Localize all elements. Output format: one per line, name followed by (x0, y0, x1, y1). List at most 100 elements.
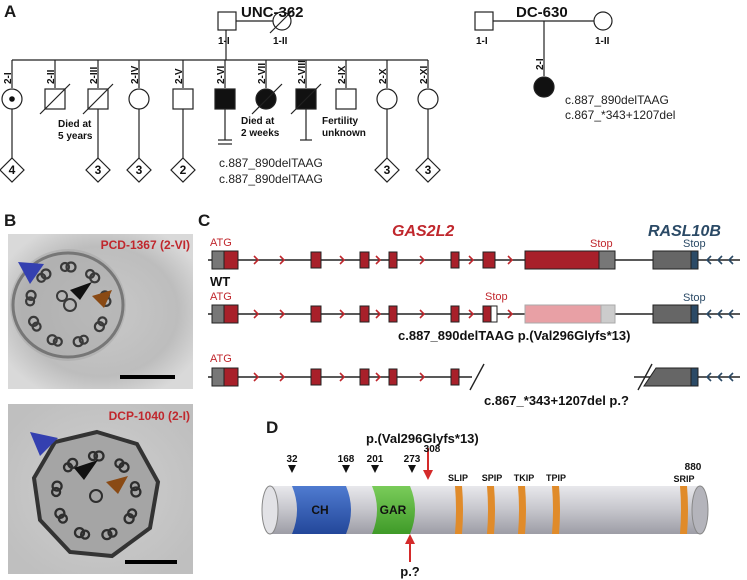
svg-text:308: 308 (424, 444, 441, 455)
red-arrow-top (423, 448, 433, 480)
svg-text:4: 4 (9, 163, 16, 177)
note-fertility: unknown (322, 128, 366, 139)
arrowhead-blue (18, 262, 44, 284)
microtubule-doublet (78, 334, 89, 345)
gar-label: GAR (380, 503, 407, 517)
microtubule-doublet (101, 528, 113, 541)
carrier-dot (9, 96, 15, 102)
microtubule-doublet (129, 480, 141, 492)
panel-a-letter: A (4, 2, 16, 21)
scale-bar (125, 560, 177, 564)
svg-text:SLIP: SLIP (448, 473, 468, 483)
microtubule-doublet (87, 450, 99, 462)
arrowhead-black (70, 282, 92, 300)
svg-text:TKIP: TKIP (514, 473, 535, 483)
microtubule-doublet (62, 462, 74, 473)
svg-text:2: 2 (180, 163, 187, 177)
svg-text:2-III: 2-III (89, 67, 100, 84)
atg-label: ATG (210, 237, 232, 249)
gene-row-deletion (208, 363, 740, 391)
svg-text:2-VI: 2-VI (216, 65, 227, 84)
parent-male-1-I (217, 11, 237, 31)
em-label-bottom: DCP-1040 (2-I) (109, 409, 190, 423)
microtubule-doublet (107, 527, 118, 538)
microtubule-doublet (36, 272, 47, 283)
note-died-2-weeks: 2 weeks (241, 128, 280, 139)
microtubule-doublet (51, 480, 63, 492)
microtubule-doublet (84, 268, 96, 280)
member-2-VII (255, 88, 277, 110)
offspring-diamond (85, 157, 111, 183)
parent-male (474, 11, 494, 31)
svg-text:32: 32 (286, 454, 298, 465)
parent-id: 1-I (218, 36, 230, 47)
panel-d-letter: D (266, 418, 278, 437)
offspring-counts: 4 3 3 2 3 3 (9, 163, 432, 177)
red-arrow-bottom (405, 534, 415, 562)
exon (211, 250, 699, 270)
generation-id: 2-I (535, 58, 546, 70)
member-2-X (376, 88, 398, 110)
ch-label: CH (311, 503, 328, 517)
microtubule-doublet (31, 321, 42, 332)
member-2-XI (417, 88, 439, 110)
svg-text:SPIP: SPIP (482, 473, 503, 483)
em-label-top: PCD-1367 (2-VI) (101, 238, 190, 252)
microtubule-doublet (93, 450, 105, 462)
gene-row-wt (208, 250, 740, 270)
svg-text:273: 273 (404, 454, 421, 465)
genotype-unc-362: c.887_890delTAAG (219, 172, 323, 186)
variant-title: p.(Val296Glyfs*13) (366, 431, 479, 446)
gene-row-deltaag (208, 304, 740, 324)
gar-domain (372, 486, 415, 534)
protein-schematic (261, 448, 709, 562)
gene-rasl10b: RASL10B (648, 223, 721, 240)
stop-label: Stop (485, 291, 508, 303)
stop-label: Stop (683, 238, 706, 250)
microtubule-doublet (79, 529, 91, 540)
stop-label: Stop (590, 238, 613, 250)
position-markers (288, 465, 416, 473)
deceased-slash (269, 8, 295, 34)
exon (211, 304, 699, 324)
svg-text:2-II: 2-II (46, 69, 57, 84)
offspring-diamond (374, 157, 400, 183)
svg-text:2-IX: 2-IX (337, 65, 348, 84)
panel-c-letter: C (198, 211, 210, 230)
microtubule-doublet (97, 316, 108, 327)
variant-label-deletion: c.867_*343+1207del p.? (484, 393, 629, 408)
svg-text:SRIP: SRIP (673, 474, 694, 484)
variant-label-deltaag: c.887_890delTAAG p.(Val296Glyfs*13) (398, 328, 630, 343)
parent-id: 1-II (273, 36, 288, 47)
panel-b-letter: B (4, 211, 16, 230)
microtubule-doublet (52, 336, 63, 347)
microtubule-doublet (59, 261, 71, 273)
note-fertility: Fertility (322, 116, 359, 127)
motif-labels: SLIP SPIP TKIP TPIP SRIP (448, 473, 695, 484)
wt-label: WT (210, 274, 230, 289)
svg-text:3: 3 (425, 163, 432, 177)
microtubule-doublet (130, 486, 142, 498)
svg-text:3: 3 (95, 163, 102, 177)
em-image-bottom (8, 404, 193, 574)
arrowhead-black (74, 460, 98, 480)
svg-text:2-XI: 2-XI (419, 65, 430, 84)
offspring-diamond (415, 157, 441, 183)
microtubule-doublet (57, 513, 69, 524)
microtubule-doublet (25, 289, 37, 301)
gene-gas2l2: GAS2L2 (392, 223, 454, 240)
intron-arrows (253, 255, 514, 265)
exon (211, 367, 699, 387)
svg-text:168: 168 (338, 454, 355, 465)
member-2-IX (335, 88, 357, 110)
stop-label: Stop (683, 292, 706, 304)
svg-text:2-IV: 2-IV (130, 65, 141, 84)
svg-text:880: 880 (685, 462, 702, 473)
p-unknown-label: p.? (400, 564, 420, 579)
atg-label: ATG (210, 291, 232, 303)
svg-text:3: 3 (136, 163, 143, 177)
genotype-dc-630: c.887_890delTAAG (565, 93, 669, 107)
note-died-5-years: Died at (58, 119, 92, 130)
note-died-2-weeks: Died at (241, 116, 275, 127)
